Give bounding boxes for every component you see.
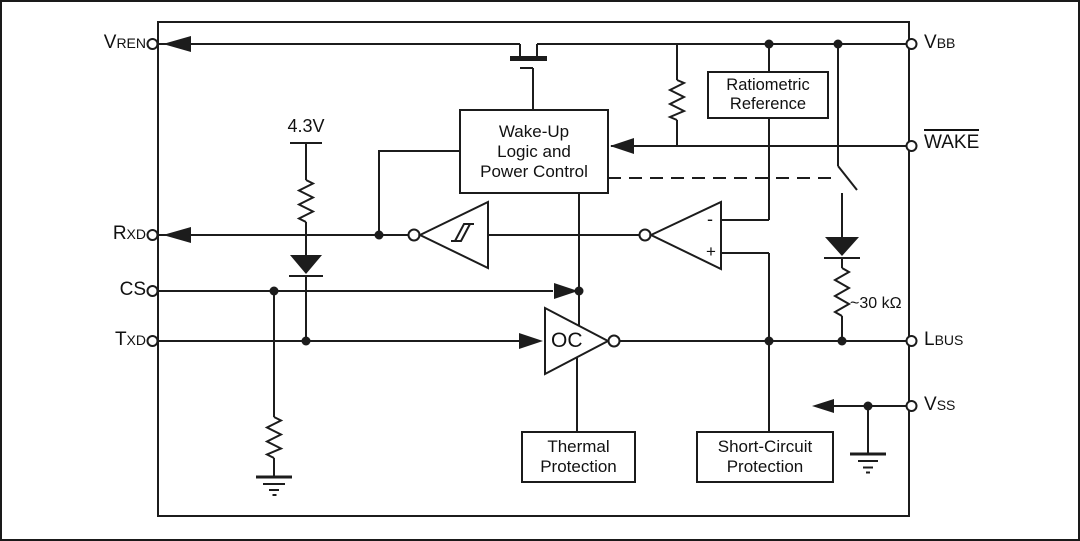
- rxd-arrowhead-icon: [163, 227, 191, 243]
- block-text: Protection: [540, 457, 617, 476]
- ground-icon: [850, 452, 886, 474]
- rxd-wire: [159, 150, 639, 243]
- junction-dot: [863, 401, 873, 411]
- junction-dot: [764, 336, 774, 346]
- block-text: Ratiometric: [726, 76, 810, 94]
- junction-dot: [764, 39, 774, 49]
- mosfet-icon: [510, 44, 547, 109]
- pin-name: V: [103, 32, 117, 53]
- pin-subscript: XD: [126, 226, 146, 242]
- pin-subscript: SS: [936, 397, 956, 413]
- junction-dot: [301, 336, 311, 346]
- comparator-plus-label: +: [706, 242, 716, 261]
- junction-dot: [833, 39, 843, 49]
- pin-name: WAKE: [924, 129, 980, 153]
- clamp-branch: [289, 142, 323, 341]
- block-text: Reference: [729, 95, 807, 113]
- pin-terminals: [146, 38, 918, 412]
- block-text: Power Control: [480, 161, 588, 181]
- junction-dot: [574, 286, 584, 296]
- pin-label-cs: CS: [30, 279, 146, 301]
- bus-pullup-branch: [824, 44, 860, 341]
- oc-driver-label: OC: [551, 329, 583, 352]
- comparator-icon: [638, 200, 722, 271]
- short-circuit-protection-block: Short-Circuit Protection: [696, 431, 834, 483]
- pin-subscript: BB: [936, 35, 956, 51]
- wake-arrowhead-icon: [610, 138, 634, 154]
- pin-label-wake: WAKE: [924, 129, 980, 154]
- ic-boundary: [157, 21, 910, 517]
- pin-terminal: [905, 335, 918, 347]
- bus-resistor-icon: [832, 267, 852, 317]
- junction-dot: [269, 286, 279, 296]
- pin-name: L: [924, 329, 935, 350]
- pin-terminal: [905, 140, 918, 152]
- block-text: Short-Circuit: [717, 437, 813, 456]
- cs-pulldown-resistor-icon: [264, 291, 284, 476]
- top-rail-wire: [159, 36, 908, 52]
- pin-terminal: [146, 285, 159, 297]
- clamp-resistor-icon: [296, 179, 316, 223]
- pin-name: R: [112, 223, 127, 244]
- pin-terminal: [146, 335, 159, 347]
- txd-wire: [159, 333, 543, 349]
- pin-terminal: [146, 229, 159, 241]
- bus-resistor-value-label: ~30 kΩ: [850, 295, 902, 312]
- pin-terminal: [905, 38, 918, 50]
- cs-arrowhead-icon: [554, 283, 578, 299]
- comparator-minus-label: -: [707, 209, 713, 229]
- ratiometric-reference-block: Ratiometric Reference: [707, 71, 829, 119]
- pin-subscript: BUS: [934, 332, 964, 348]
- wake-up-logic-block: Wake-Up Logic and Power Control: [459, 109, 609, 194]
- clamp-diode-icon: [290, 255, 322, 274]
- block-text: Wake-Up: [498, 121, 570, 141]
- switch-icon: [837, 165, 858, 191]
- cs-wire: [159, 193, 580, 326]
- pin-label-rxd: RXD: [30, 223, 146, 245]
- pin-name: T: [114, 329, 127, 350]
- pin-subscript: REN: [116, 35, 146, 51]
- bus-diode-icon: [825, 237, 859, 256]
- wake-wire: [610, 138, 908, 154]
- pin-name: CS: [119, 279, 146, 300]
- pin-terminal: [146, 38, 159, 50]
- pin-terminal: [905, 400, 918, 412]
- pin-label-lbus: LBUS: [924, 329, 963, 351]
- thermal-protection-block: Thermal Protection: [521, 431, 636, 483]
- block-text: Protection: [726, 457, 804, 476]
- ground-icon: [256, 475, 292, 496]
- pin-label-txd: TXD: [30, 329, 146, 351]
- vss-arrowhead-icon: [812, 399, 834, 413]
- pin-label-vren: VREN: [30, 32, 146, 54]
- pin-name: V: [924, 394, 937, 415]
- supply-voltage-label: 4.3V: [287, 116, 325, 136]
- pin-subscript: XD: [126, 332, 146, 348]
- junction-dot: [374, 230, 384, 240]
- pin-label-vbb: VBB: [924, 32, 955, 54]
- oc-driver-icon: [544, 306, 621, 376]
- pin-name: V: [924, 32, 937, 53]
- hysteresis-glyph-icon: [451, 223, 474, 242]
- block-text: Logic and: [497, 141, 571, 161]
- block-text: Thermal: [547, 437, 610, 456]
- junction-dots: [269, 39, 873, 411]
- junction-dot: [837, 336, 847, 346]
- txd-arrowhead-icon: [519, 333, 543, 349]
- wake-pullup-resistor-icon: [667, 44, 687, 145]
- pin-label-vss: VSS: [924, 394, 955, 416]
- schmitt-buffer-icon: [407, 200, 489, 270]
- vren-arrowhead-icon: [163, 36, 191, 52]
